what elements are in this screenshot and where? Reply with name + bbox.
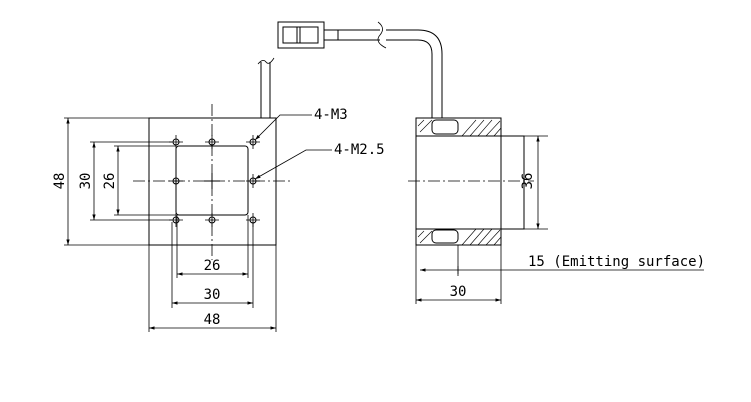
dim-mid-w: 30 — [204, 287, 221, 303]
hole-m3-bm — [205, 213, 219, 227]
side-view: 36 15 (Emitting surface) 30 — [277, 21, 705, 304]
dim-inner-w: 26 — [204, 258, 221, 274]
hole-m25-l — [169, 174, 183, 188]
front-view: 4-M3 4-M2.5 26 30 48 48 30 26 — [52, 57, 385, 332]
dim-emitting: 15 (Emitting surface) — [528, 254, 705, 270]
ext-lines-bottom — [148, 215, 277, 332]
dim-diameter: 36 — [520, 173, 536, 190]
hatch-top — [417, 119, 502, 137]
leader-m3 — [254, 114, 312, 141]
center-cross — [204, 173, 220, 189]
housing-step — [501, 135, 525, 230]
lamp-body — [415, 117, 502, 246]
dim-depth: 30 — [450, 284, 467, 300]
leader-m25 — [254, 149, 332, 180]
ext-lines-left — [64, 117, 176, 246]
hatch-bottom — [417, 228, 502, 246]
dim-outer-w: 48 — [204, 312, 221, 328]
dim-outer-h: 48 — [52, 173, 68, 190]
hole-m3-tr — [246, 135, 260, 149]
callout-m3: 4-M3 — [314, 107, 348, 123]
dim-inner-h: 26 — [102, 173, 118, 190]
hole-m3-tm — [205, 135, 219, 149]
plate-cable-break — [257, 57, 275, 65]
connector — [277, 21, 339, 49]
outer-plate — [148, 117, 277, 246]
callout-m25: 4-M2.5 — [334, 142, 385, 158]
plate-cable-stub — [260, 62, 271, 118]
cable — [338, 29, 443, 118]
hole-m25-r — [246, 174, 260, 188]
cable-break — [377, 21, 387, 49]
dim-mid-h: 30 — [78, 173, 94, 190]
ext-lines-diameter — [524, 135, 548, 230]
